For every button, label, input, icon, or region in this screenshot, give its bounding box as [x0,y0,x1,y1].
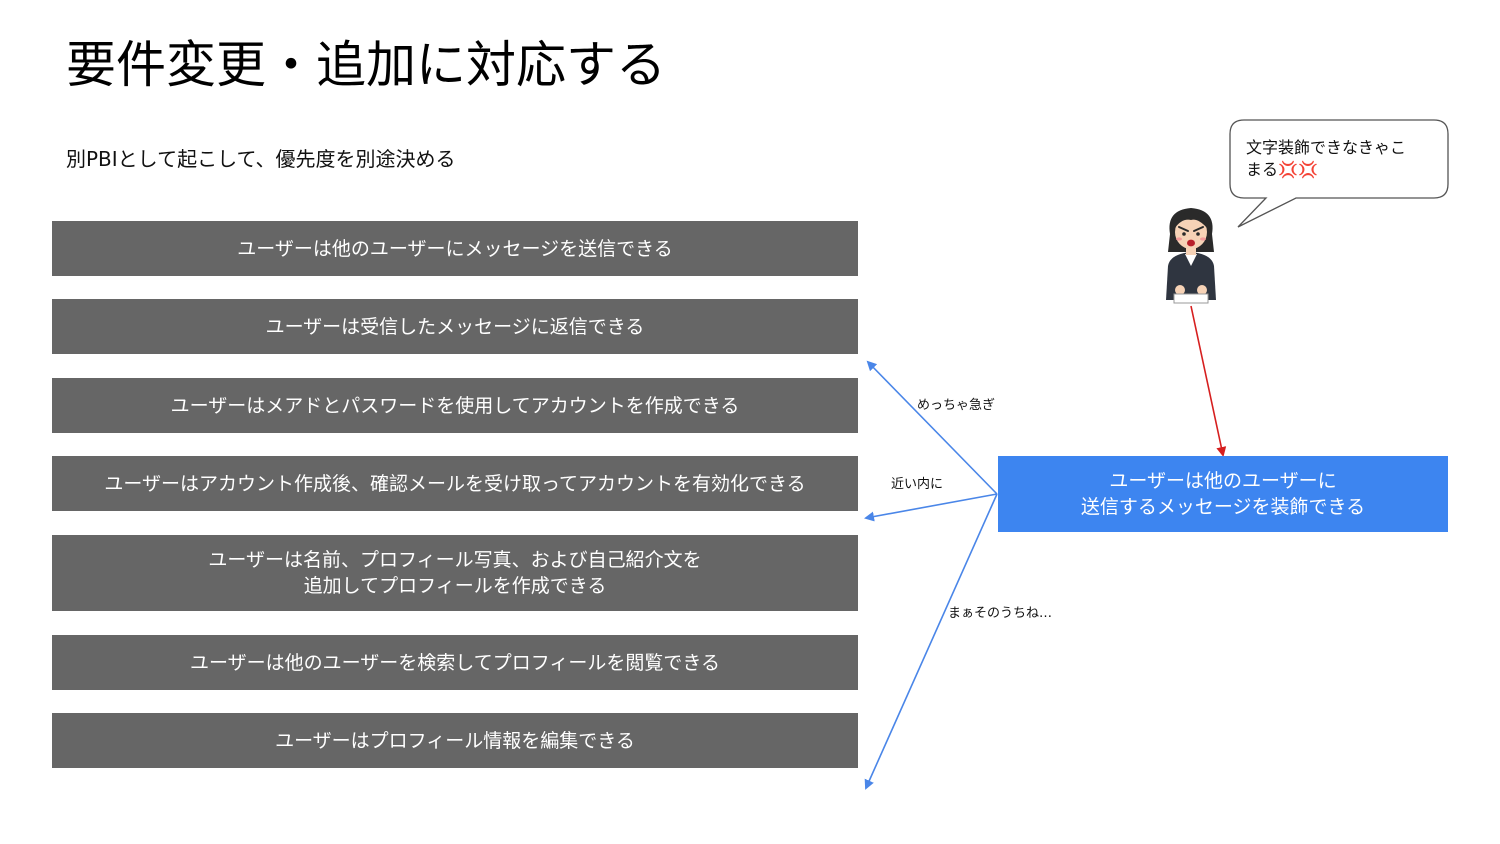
backlog-item: ユーザーはメアドとパスワードを使用してアカウントを作成できる [52,378,858,433]
backlog-item: ユーザーはプロフィール情報を編集できる [52,713,858,768]
anger-icon: 💢💢 [1278,160,1318,179]
backlog-item: ユーザーは他のユーザーにメッセージを送信できる [52,221,858,276]
backlog-item: ユーザーは他のユーザーを検索してプロフィールを閲覧できる [52,635,858,690]
backlog-item: ユーザーはアカウント作成後、確認メールを受け取ってアカウントを有効化できる [52,456,858,511]
arrow-request [1190,305,1227,457]
label-someday: まぁそのうちね… [948,606,1053,621]
new-backlog-item: ユーザーは他のユーザーに 送信するメッセージを装飾できる [998,456,1448,532]
arrow-soon [864,493,998,522]
backlog-item: ユーザーは受信したメッセージに返信できる [52,299,858,354]
label-soon: 近い内に [891,477,944,492]
arrow-someday [864,493,998,790]
angry-businesswoman-icon [1166,208,1216,304]
backlog-item: ユーザーは名前、プロフィール写真、および自己紹介文を 追加してプロフィールを作成… [52,535,858,611]
arrow-urgent [866,360,998,495]
slide-title: 要件変更・追加に対応する [66,36,666,94]
slide-subtitle: 別PBIとして起こして、優先度を別途決める [66,147,456,171]
speech-bubble-text: 文字装飾できなきゃこ まる💢💢 [1246,137,1436,181]
speech-bubble [1229,119,1449,228]
label-urgent: めっちゃ急ぎ [917,398,996,413]
speech-text: 文字装飾できなきゃこ まる [1246,138,1407,179]
